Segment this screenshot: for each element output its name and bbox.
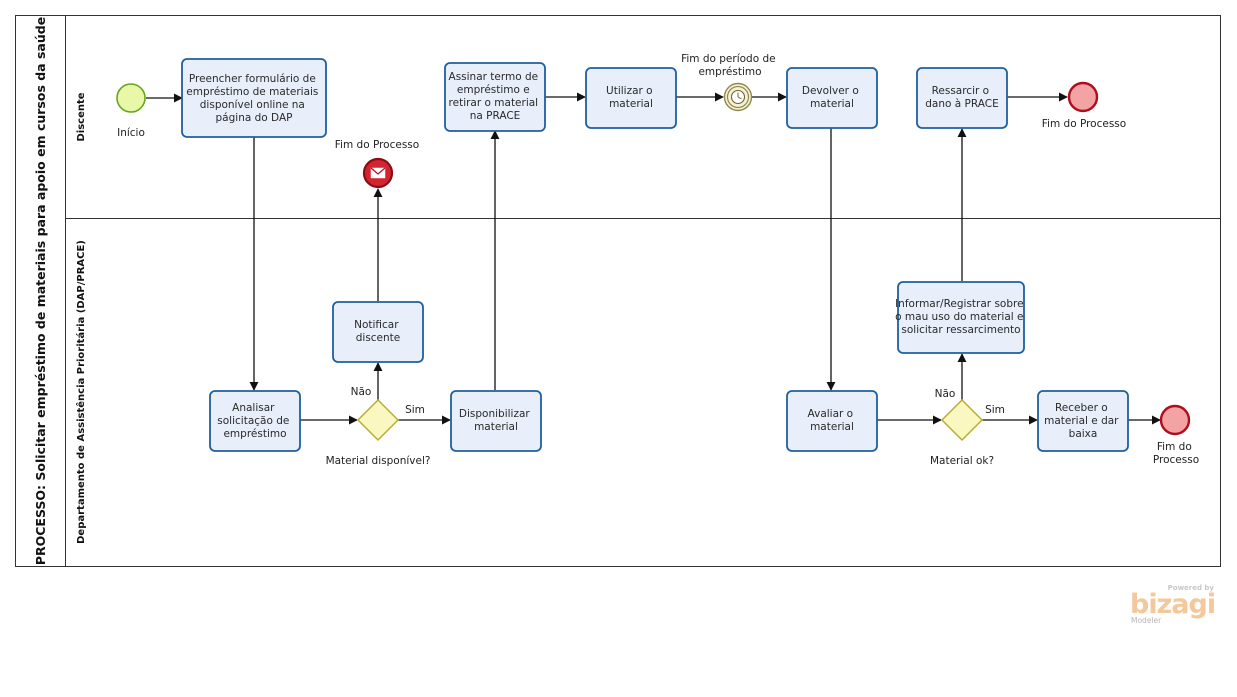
task-informar[interactable]: Informar/Registrar sobre o mau uso do ma… <box>895 281 1027 354</box>
start-event[interactable] <box>116 83 146 113</box>
task-assinar-line: retirar o material <box>449 97 539 109</box>
svg-text:Notificar discente: Notificar discente <box>354 319 402 344</box>
start-event-label: Início <box>117 127 145 139</box>
end-event-message[interactable] <box>362 157 394 189</box>
timer-event[interactable] <box>723 82 753 112</box>
task-ressarcir[interactable]: Ressarcir o dano à PRACE <box>916 67 1008 129</box>
gateway-disponivel-label: Material disponível? <box>326 455 431 467</box>
task-notificar[interactable]: Notificar discente <box>332 301 424 363</box>
svg-text:Ressarcir o dano à PRACE: Ressarcir o dano à PRACE <box>925 85 998 110</box>
task-notificar-line: Notificar <box>354 319 399 331</box>
gateway-material-disponivel[interactable] <box>356 398 400 442</box>
task-receber-line: Receber o <box>1055 402 1108 414</box>
svg-text:Fim do Processo: Fim do Processo <box>1153 441 1199 466</box>
task-analisar-line: empréstimo <box>223 428 286 440</box>
task-informar-line: o mau uso do material e <box>895 311 1023 323</box>
task-notificar-line: discente <box>356 332 401 344</box>
envelope-icon <box>370 167 386 179</box>
task-informar-line: solicitar ressarcimento <box>901 324 1020 336</box>
task-devolver-line: material <box>810 98 854 110</box>
bizagi-watermark: Powered by bizagi Modeler <box>1128 584 1220 628</box>
gateway-disponivel-no: Não <box>351 386 372 398</box>
task-preencher-line: Preencher formulário de <box>189 73 316 85</box>
task-informar-line: Informar/Registrar sobre <box>895 298 1024 310</box>
task-preencher[interactable]: Preencher formulário de empréstimo de ma… <box>181 58 327 138</box>
end-event-message-label: Fim do Processo <box>335 139 419 151</box>
clock-icon <box>730 89 746 105</box>
pool-title: PROCESSO: Solicitar empréstimo de materi… <box>33 17 48 565</box>
task-utilizar[interactable]: Utilizar o material <box>585 67 677 129</box>
svg-text:Disponibilizar material: Disponibilizar material <box>459 408 533 433</box>
gateway-ok-no: Não <box>935 388 956 400</box>
task-devolver[interactable]: Devolver o material <box>786 67 878 129</box>
lane-label-discente: Discente <box>76 92 87 141</box>
gateway-disponivel-yes: Sim <box>405 404 425 416</box>
svg-text:Preencher formulário de: Preencher formulário de empréstimo de ma… <box>186 73 322 124</box>
svg-text:Devolver o material: Devolver o material <box>802 85 862 110</box>
end-event-bottom-label: Fim do <box>1157 441 1192 453</box>
task-avaliar-line: material <box>810 421 854 433</box>
svg-text:Receber o material e dar: Receber o material e dar baixa <box>1044 402 1122 440</box>
task-utilizar-line: Utilizar o <box>606 85 653 97</box>
svg-text:Fim do período de emprésti: Fim do período de empréstimo <box>681 53 779 78</box>
svg-text:Avaliar o material: Avaliar o material <box>808 408 857 433</box>
svg-text:Informar/Registrar sobre: Informar/Registrar sobre o mau uso do ma… <box>895 298 1027 336</box>
powered-by-text: Powered by <box>1167 584 1214 592</box>
task-assinar[interactable]: Assinar termo de empréstimo e retirar o … <box>444 62 546 132</box>
task-preencher-line: disponível online na <box>200 99 305 111</box>
bizagi-product-name: Modeler <box>1131 616 1162 625</box>
task-analisar[interactable]: Analisar solicitação de empréstimo <box>209 390 301 452</box>
svg-text:Analisar solicitação de: Analisar solicitação de empréstimo <box>217 402 292 440</box>
task-avaliar-line: Avaliar o <box>808 408 854 420</box>
end-event-top-label: Fim do Processo <box>1042 118 1126 130</box>
end-event-bottom-label: Processo <box>1153 454 1199 466</box>
timer-event-label: empréstimo <box>698 66 761 78</box>
task-ressarcir-line: Ressarcir o <box>932 85 990 97</box>
task-analisar-line: solicitação de <box>217 415 289 427</box>
svg-text:Assinar termo de emprést: Assinar termo de empréstimo e retirar o … <box>449 71 542 122</box>
task-analisar-line: Analisar <box>232 402 275 414</box>
end-event-top[interactable] <box>1067 81 1099 113</box>
task-receber-line: material e dar <box>1044 415 1119 427</box>
timer-event-label: Fim do período de <box>681 53 776 65</box>
task-assinar-line: na PRACE <box>470 110 521 122</box>
gateway-ok-yes: Sim <box>985 404 1005 416</box>
task-assinar-line: Assinar termo de <box>449 71 539 83</box>
svg-text:Utilizar o material: Utilizar o material <box>606 85 656 110</box>
end-event-bottom[interactable] <box>1159 404 1191 436</box>
gateway-material-ok[interactable] <box>940 398 984 442</box>
task-ressarcir-line: dano à PRACE <box>925 98 998 110</box>
task-utilizar-line: material <box>609 98 653 110</box>
task-assinar-line: empréstimo e <box>457 84 530 96</box>
task-receber[interactable]: Receber o material e dar baixa <box>1037 390 1129 452</box>
task-devolver-line: Devolver o <box>802 85 859 97</box>
task-preencher-line: página do DAP <box>216 112 293 124</box>
task-disponibilizar-line: Disponibilizar <box>459 408 530 420</box>
task-disponibilizar-line: material <box>474 421 518 433</box>
task-disponibilizar[interactable]: Disponibilizar material <box>450 390 542 452</box>
lane-label-dap: Departamento de Assistência Prioritária … <box>75 240 87 544</box>
task-preencher-line: empréstimo de materiais <box>186 86 318 98</box>
bizagi-logo: bizagi <box>1130 589 1216 620</box>
task-avaliar[interactable]: Avaliar o material <box>786 390 878 452</box>
sequence-flows <box>146 92 1161 425</box>
task-receber-line: baixa <box>1069 428 1098 440</box>
gateway-ok-label: Material ok? <box>930 455 994 467</box>
